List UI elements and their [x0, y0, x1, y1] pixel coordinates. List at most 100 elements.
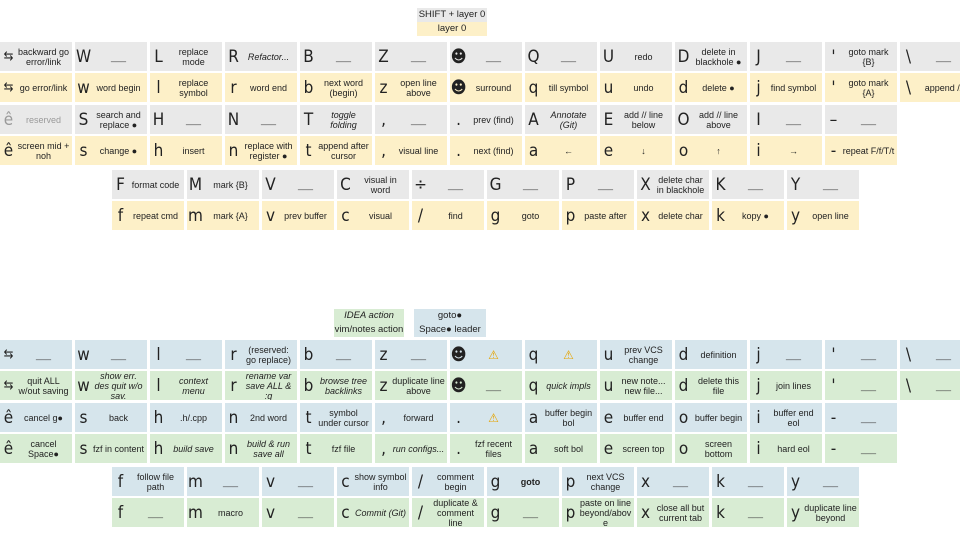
key-action-label: ___	[522, 179, 539, 190]
key-glyph: z	[379, 375, 388, 396]
key-glyph: j	[756, 375, 761, 396]
key-shifted-half: j___	[750, 340, 822, 369]
key: -___-___	[825, 403, 897, 463]
key-glyph: K	[715, 174, 726, 195]
key-action-label: ___	[110, 51, 127, 62]
key-base-half: -repeat F/f/T/t	[825, 136, 897, 165]
key-glyph: ⇆	[3, 79, 14, 95]
key-glyph: ê	[3, 140, 14, 161]
key-shifted-half: P___	[562, 170, 634, 199]
key-action-label: goto	[521, 210, 540, 221]
key-action-label: ___	[822, 476, 839, 487]
key-action-label: ___	[410, 114, 427, 125]
key-action-label: change ●	[99, 145, 138, 156]
key-glyph: C	[340, 174, 351, 195]
key-action-label: macro	[217, 507, 243, 518]
key-action-label: add // line above	[698, 109, 739, 130]
key-glyph: J	[756, 46, 761, 67]
key-glyph: r	[230, 375, 237, 396]
key-action-label: ↓	[641, 145, 646, 156]
key-action-label: ←	[564, 145, 573, 156]
key-shifted-half: v___	[262, 467, 334, 496]
key-glyph: g	[490, 502, 501, 523]
key-action-label: follow file path	[136, 471, 174, 492]
key-action-label: ___	[222, 476, 239, 487]
key-glyph: w	[77, 375, 90, 396]
key-action-label: ___	[485, 380, 502, 391]
key-glyph: v	[265, 205, 276, 226]
key-glyph: a	[528, 407, 539, 428]
key-glyph: p	[565, 471, 576, 492]
key-base-half: ☻___	[450, 371, 522, 400]
key-base-half: ,run configs...	[375, 434, 447, 463]
key-glyph: M	[188, 174, 203, 195]
key-glyph: q	[528, 344, 539, 365]
key-action-label: repeat F/f/T/t	[842, 145, 895, 156]
key-action-label: prev VCS change	[624, 344, 663, 365]
key-action-label: find	[448, 210, 463, 221]
layer1-legend: SHIFT + layer 0 layer 0	[417, 7, 487, 36]
key-shifted-half: .⚠	[450, 403, 522, 432]
key-action-label: reserved	[25, 114, 61, 125]
key-action-label: .h/.cpp	[179, 412, 208, 423]
key-glyph: a	[528, 438, 539, 459]
key-base-half: -___	[825, 434, 897, 463]
key-shifted-half: 'goto mark {B}	[825, 42, 897, 71]
key-glyph: F	[116, 174, 125, 195]
key-action-label: ___	[935, 380, 952, 391]
key-glyph: S	[78, 109, 89, 130]
key-action-label: (reserved: go replace)	[245, 344, 292, 365]
key-glyph: .	[456, 407, 461, 428]
key-action-label: Refactor...	[247, 51, 290, 62]
key-glyph: ⇆	[3, 377, 14, 393]
key-action-label: ___	[785, 114, 802, 125]
key-glyph: k	[716, 502, 725, 523]
key-action-label: backward go error/link	[17, 46, 70, 67]
key-glyph: c	[341, 205, 350, 226]
key-glyph: .	[456, 438, 461, 459]
key-glyph: I	[756, 109, 761, 130]
layer1-legend-top: SHIFT + layer 0	[417, 7, 487, 22]
key: ,___,visual line	[375, 105, 447, 165]
key-action-label: prev buffer	[284, 210, 327, 221]
layer2-legend-left: IDEA action vim/notes action	[334, 308, 404, 337]
key-glyph: c	[341, 502, 350, 523]
key-base-half: /find	[412, 201, 484, 230]
key-base-half: .next (find)	[450, 136, 522, 165]
key-shifted-half: N___	[225, 105, 297, 134]
key-action-label: replace symbol	[178, 77, 209, 98]
key-action-label: insert	[182, 145, 205, 156]
key-action-label: visual in word	[364, 174, 397, 195]
warning-icon: ⚠	[563, 347, 574, 362]
key-shifted-half: J___	[750, 42, 822, 71]
key-glyph: '	[831, 77, 836, 98]
key-glyph: d	[678, 344, 689, 365]
key-action-label: build save	[173, 443, 214, 454]
key-glyph: Z	[378, 46, 389, 67]
key-base-half: ⇆quit ALL w/out saving	[0, 371, 72, 400]
key-base-half: e↓	[600, 136, 672, 165]
key-action-label: hard eol	[777, 443, 810, 454]
key-action-label: buffer begin bol	[544, 407, 593, 428]
key-action-label: ___	[297, 507, 314, 518]
key-action-label: ___	[935, 51, 952, 62]
key-glyph: T	[303, 109, 314, 130]
